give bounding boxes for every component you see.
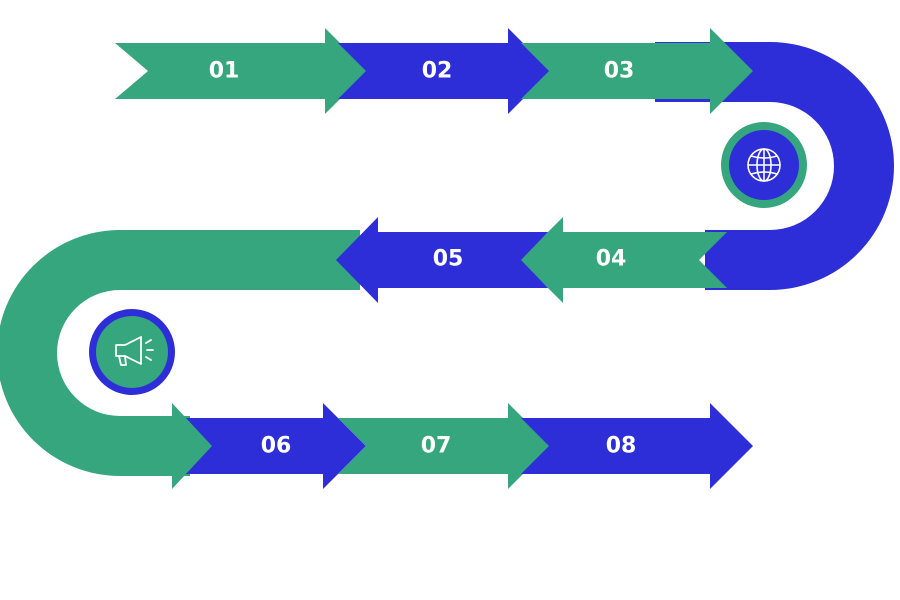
step-arrow-03: [521, 28, 753, 114]
step-arrow-06: [172, 403, 366, 489]
step-label-01: 01: [209, 59, 240, 84]
step-label-06: 06: [261, 434, 292, 459]
step-label-02: 02: [422, 59, 453, 84]
right-turn-band: [655, 42, 894, 290]
step-label-04: 04: [596, 247, 627, 272]
megaphone-icon: [89, 309, 175, 395]
step-arrow-01: [115, 28, 368, 114]
step-arrow-05: [336, 217, 548, 303]
step-arrow-04: [520, 217, 727, 303]
step-label-08: 08: [606, 434, 637, 459]
step-arrow-07: [338, 403, 551, 489]
step-label-03: 03: [604, 59, 635, 84]
step-label-07: 07: [421, 434, 452, 459]
step-arrow-08: [521, 403, 753, 489]
step-label-05: 05: [433, 247, 464, 272]
left-turn-band: [0, 230, 360, 476]
step-arrow-02: [338, 28, 551, 114]
left-turn-arrow-head: [155, 403, 212, 489]
globe-icon: [721, 122, 807, 208]
